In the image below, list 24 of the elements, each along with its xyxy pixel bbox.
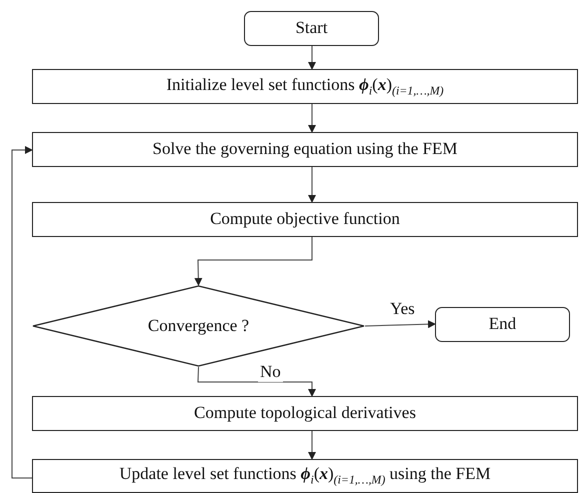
node-text: Initialize level set functions ϕ$_{i}$(x)$_{(i=1,…,M)}$ <box>166 76 444 98</box>
node-text: Start <box>295 19 328 38</box>
node-text: Convergence ? <box>148 316 250 336</box>
process-box <box>32 459 578 493</box>
arrow <box>197 366 316 397</box>
process-box <box>32 132 578 167</box>
node-text: Solve the governing equation using the FEM <box>152 140 458 159</box>
process-box <box>32 202 578 237</box>
arrow <box>364 320 436 328</box>
terminal-box <box>435 307 570 342</box>
arrow <box>12 146 33 478</box>
arrow <box>308 104 316 133</box>
arrow <box>308 430 316 460</box>
decision-diamond <box>32 285 365 367</box>
process-box <box>32 396 578 431</box>
arrow <box>308 166 316 203</box>
terminal-box <box>244 11 379 46</box>
node-text: End <box>488 315 516 334</box>
node-text: Compute topological derivatives <box>194 404 416 423</box>
node-text: Compute objective function <box>210 210 400 229</box>
process-box <box>32 69 578 104</box>
node-text: Update level set functions ϕ$_{i}$(x)$_{(i=1,…,M)}$ using the FEM <box>119 465 491 487</box>
arrow <box>194 236 312 286</box>
arrow <box>308 46 316 70</box>
